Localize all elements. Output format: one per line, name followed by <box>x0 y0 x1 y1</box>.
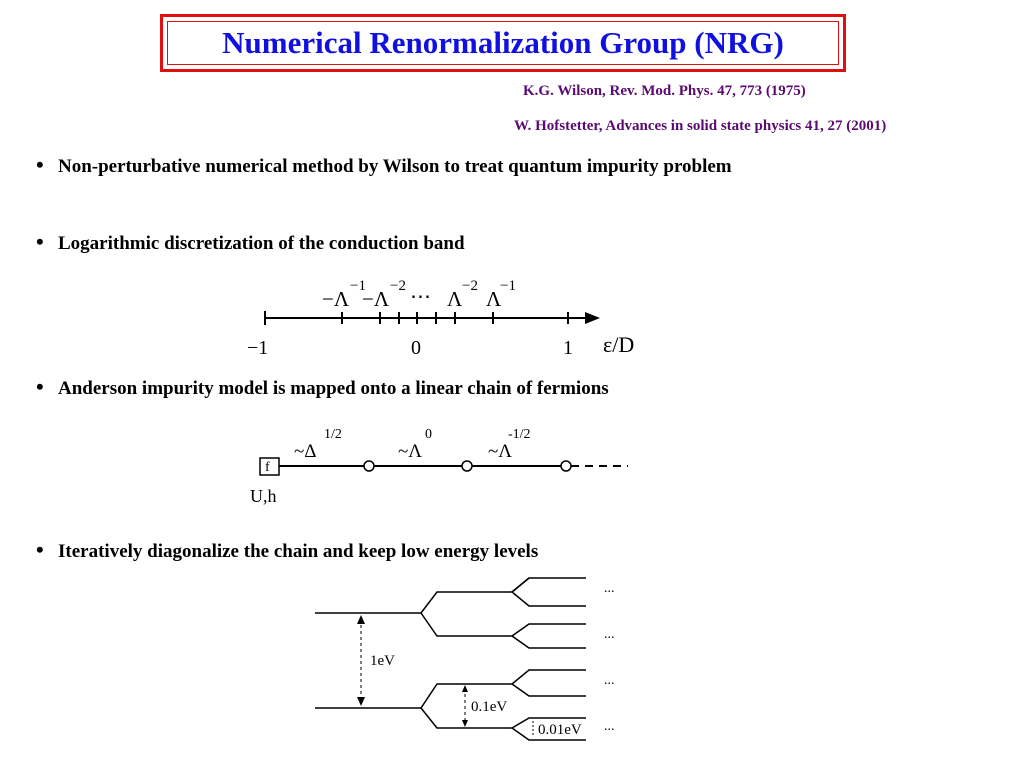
hopping-label-3: ~Λ <box>488 441 512 462</box>
title-inner-frame: Numerical Renormalization Group (NRG) <box>167 21 839 65</box>
bullet-item-2: • Logarithmic discretization of the condu… <box>36 229 465 255</box>
level-ellipsis: ... <box>604 719 615 734</box>
title-frame: Numerical Renormalization Group (NRG) <box>160 14 846 72</box>
slide-title: Numerical Renormalization Group (NRG) <box>222 25 784 60</box>
label-lambda-2-exp: −2 <box>462 278 478 294</box>
bullet-dot-icon: • <box>36 152 44 177</box>
hopping-label-1-exp: 1/2 <box>324 427 342 442</box>
gap-label-1eV: 1eV <box>370 653 395 669</box>
hopping-label-2: ~Λ <box>398 441 422 462</box>
bullet-dot-icon: • <box>36 374 44 399</box>
hopping-label-3-exp: -1/2 <box>508 427 531 442</box>
tick-label-minus-one: −1 <box>247 337 268 359</box>
tick-label-one: 1 <box>563 337 573 359</box>
arrowhead-icon <box>357 615 365 624</box>
label-neg-lambda-1: −Λ <box>322 287 350 311</box>
level-branch <box>420 612 586 637</box>
gap-label-0.1eV: 0.1eV <box>471 699 507 715</box>
label-lambda-1: Λ <box>486 287 502 311</box>
label-neg-lambda-2-exp: −2 <box>390 278 406 294</box>
bullet-dot-icon: • <box>36 229 44 254</box>
impurity-params: U,h <box>250 486 277 506</box>
level-branch <box>511 683 586 697</box>
arrowhead-icon <box>357 697 365 706</box>
bullet-text-1: Non-perturbative numerical method by Wil… <box>58 156 732 177</box>
arrowhead-icon <box>462 720 468 727</box>
bullet-text-2: Logarithmic discretization of the conduc… <box>58 233 465 254</box>
level-ellipsis: ... <box>604 627 615 642</box>
label-neg-lambda-1-exp: −1 <box>350 278 366 294</box>
level-labels: 1eV 0.1eV 0.01eV ... ... ... ... <box>370 581 615 738</box>
label-ellipsis: ⋯ <box>410 284 431 308</box>
reference-wilson: K.G. Wilson, Rev. Mod. Phys. 47, 773 (19… <box>523 83 806 99</box>
reference-hofstetter: W. Hofstetter, Advances in solid state p… <box>514 118 887 134</box>
label-lambda-2: Λ <box>447 287 463 311</box>
hopping-label-1: ~Δ <box>294 441 317 462</box>
label-neg-lambda-2: −Λ <box>362 287 390 311</box>
axis-arrow-icon <box>585 312 600 324</box>
bullet-item-4: • Iteratively diagonalize the chain and k… <box>36 537 538 563</box>
bullet-item-3: • Anderson impurity model is mapped onto … <box>36 374 609 400</box>
axis-label-energy: ε/D <box>603 332 634 357</box>
bullet-text-4: Iteratively diagonalize the chain and ke… <box>58 541 539 562</box>
wilson-chain-diagram: f U,h ~Δ 1/2 ~Λ 0 ~Λ -1/2 <box>250 427 628 506</box>
tick-label-zero: 0 <box>411 337 421 359</box>
level-ellipsis: ... <box>604 581 615 596</box>
impurity-label: f <box>265 460 270 475</box>
level-splitting-diagram <box>315 577 586 741</box>
level-branch <box>510 577 586 607</box>
level-branch <box>511 635 586 649</box>
level-branch <box>511 727 586 741</box>
chain-site <box>461 460 473 472</box>
chain-site <box>363 460 375 472</box>
level-arrowheads <box>357 615 468 727</box>
chain-site <box>560 460 572 472</box>
band-discretization-diagram: −1 0 1 ε/D −Λ −1 −Λ −2 ⋯ Λ −2 Λ −1 <box>247 278 634 359</box>
arrowhead-icon <box>462 685 468 692</box>
bullet-item-1: • Non-perturbative numerical method by Wi… <box>36 152 732 178</box>
gap-label-0.01eV: 0.01eV <box>538 722 582 738</box>
hopping-label-2-exp: 0 <box>425 427 432 442</box>
bullet-text-3: Anderson impurity model is mapped onto a… <box>58 378 609 399</box>
level-branch <box>315 577 586 614</box>
bullet-dot-icon: • <box>36 537 44 562</box>
label-lambda-1-exp: −1 <box>500 278 516 294</box>
level-ellipsis: ... <box>604 673 615 688</box>
level-branch <box>315 669 586 709</box>
